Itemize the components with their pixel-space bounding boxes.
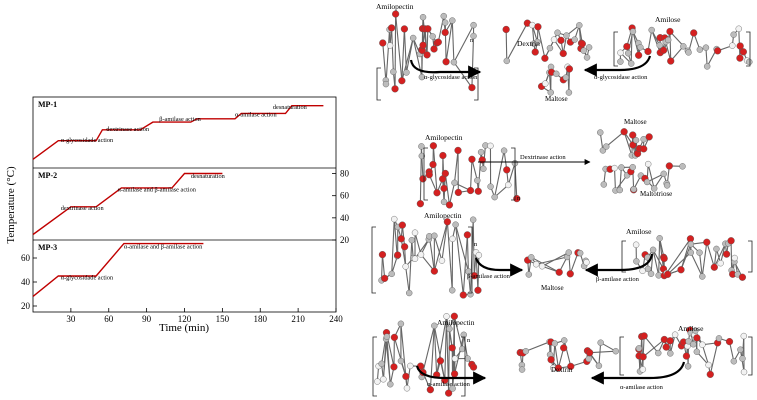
mp-3-temperature-line — [32, 242, 204, 297]
row1-maltose-label: Maltose — [545, 95, 568, 103]
row2-maltose-label: Maltose — [624, 118, 647, 126]
row1-dextrin-molecule — [502, 19, 593, 65]
mp-2-y-tick-label: 60 — [340, 191, 350, 201]
row1-amilopectin-label: Amilopectin — [376, 2, 414, 11]
row3-amilose-label: Amilose — [626, 227, 652, 236]
row4-amilose-bracket — [619, 336, 753, 376]
row3-left-curved-arrow — [474, 257, 524, 277]
row4-amilose-molecule — [635, 326, 748, 378]
row3-amilose-bracket — [621, 240, 753, 273]
row4-dextrin-molecule — [516, 337, 619, 373]
row1-amilose-molecule — [617, 24, 753, 70]
x-axis-label: Time (min) — [159, 322, 209, 334]
row4-right-action-label: α-amilase action — [620, 384, 664, 391]
mp-2-y-tick-label: 40 — [340, 213, 350, 223]
row1-left-action-label: α-glycosidase action — [424, 74, 478, 81]
row1-maltose-molecule — [537, 63, 574, 96]
row1-right-curved-arrow — [583, 55, 652, 77]
row2-n-label: n — [517, 195, 521, 202]
mp-1-annotation: α-amilase action — [235, 112, 277, 119]
row2-maltotriose-label: Maltotriose — [640, 190, 672, 198]
row1-left-curved-arrow — [409, 59, 482, 79]
row3-right-action-label: β-amilase action — [596, 276, 640, 283]
row2-amilopectin-molecule — [416, 142, 521, 209]
row1-n-label: n — [470, 37, 474, 44]
mp-2-panel-label: MP-2 — [38, 171, 57, 180]
mp-3-annotation: α-amilase and β-amilase action — [124, 243, 203, 250]
row1-right-action-label: α-glycosidase action — [594, 74, 648, 81]
row4-amilose-label: Amilose — [678, 324, 704, 333]
row2-amilopectin-label: Amilopectin — [425, 133, 463, 142]
mp-1-annotation: β-amilase action — [159, 116, 201, 123]
y-axis-label: Temperature (°C) — [5, 166, 17, 244]
mp-3-y-tick-label: 40 — [21, 277, 31, 287]
row2-maltose-molecule — [597, 128, 653, 159]
mp-3-annotation: α-glycosidade action — [61, 275, 114, 282]
row3-amilopectin-label: Amilopectin — [424, 211, 462, 220]
row2-amilopectin-bracket — [423, 147, 516, 201]
row1-amilose-bracket — [613, 31, 751, 67]
mp-1-temperature-line — [32, 104, 324, 160]
mp-1-panel-label: MP-1 — [38, 100, 57, 109]
row3-amilopectin-molecule — [378, 215, 483, 299]
mp-1-annotation: desnaturation — [273, 104, 308, 111]
x-tick-label: 150 — [216, 314, 230, 324]
x-tick-label: 90 — [142, 314, 152, 324]
x-tick-label: 240 — [329, 314, 343, 324]
x-tick-label: 120 — [178, 314, 192, 324]
enzyme-scheme: Amilopectin n α-glycosidase action Dextr… — [371, 2, 753, 397]
row4-amilopectin-bracket — [372, 336, 466, 397]
mp-2-annotation: desnaturation — [191, 173, 226, 180]
x-tick-label: 210 — [291, 314, 305, 324]
row4-left-action-label: α-amilase action — [427, 381, 471, 388]
x-tick-label: 180 — [254, 314, 268, 324]
row4-amilopectin-molecule — [374, 312, 478, 397]
row4-n-label: n — [467, 337, 471, 344]
mp-2-temperature-line — [32, 172, 223, 236]
mp-3-y-tick-label: 60 — [21, 253, 31, 263]
mp-2-annotation: dextrinase action — [61, 205, 105, 212]
row1-amilose-label: Amilose — [655, 15, 681, 24]
mp-3-panel-label: MP-3 — [38, 243, 57, 252]
mp-3-y-tick-label: 20 — [21, 301, 31, 311]
mp-2-y-tick-label: 20 — [340, 235, 350, 245]
row1-dextrin-label: Dextrin — [517, 39, 540, 48]
row3-amilopectin-bracket — [371, 226, 473, 294]
row3-amilose-molecule — [632, 235, 747, 281]
x-tick-label: 30 — [66, 314, 76, 324]
mp-1-annotation: dextrinase action — [106, 126, 150, 133]
row4-right-curved-arrow — [590, 361, 686, 385]
temperature-program-chart: MP-1 α-glycosidade action dextrinase actio… — [5, 96, 350, 334]
row3-maltose-label: Maltose — [541, 284, 564, 292]
row2-maltotriose-molecule — [600, 160, 686, 194]
row3-left-action-label: β-amilase action — [467, 273, 511, 280]
row1-amilopectin-molecule — [379, 10, 477, 93]
mp-2-y-tick-label: 80 — [340, 169, 350, 179]
row3-maltose-molecule — [524, 249, 590, 278]
mp-1-annotation: α-glycosidade action — [61, 137, 114, 144]
row3-n-label: n — [474, 241, 478, 248]
x-tick-label: 60 — [104, 314, 114, 324]
row4-dextrin-label: Dextrin — [551, 366, 573, 374]
row2-action-label: Dextrinase action — [520, 154, 566, 161]
row3-right-curved-arrow — [584, 253, 654, 277]
row4-left-curved-arrow — [415, 365, 487, 385]
mp-2-annotation: α-amilase and β-amilase action — [118, 186, 197, 193]
row4-amilopectin-label: Amilopectin — [437, 318, 475, 327]
